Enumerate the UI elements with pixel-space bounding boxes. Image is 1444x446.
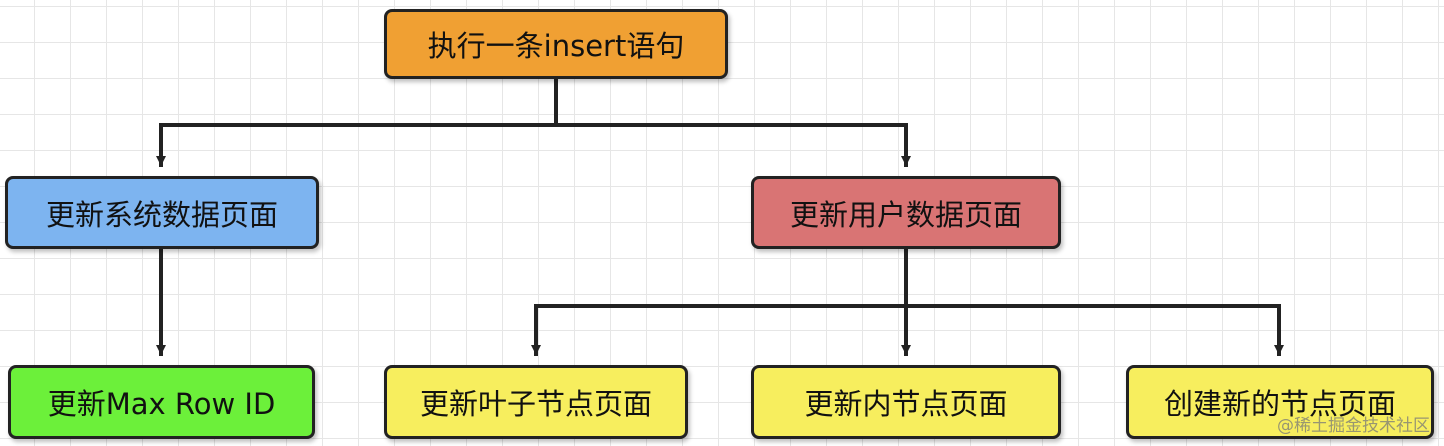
watermark: @稀土掘金技术社区 xyxy=(1277,416,1430,436)
node-root: 执行一条insert语句 xyxy=(384,9,728,79)
node-inner-page: 更新内节点页面 xyxy=(751,365,1061,439)
node-system-page-label: 更新系统数据页面 xyxy=(45,197,278,232)
edge-root-to-system xyxy=(156,76,558,167)
node-system-page: 更新系统数据页面 xyxy=(5,176,319,249)
edge-user-to-leaf xyxy=(531,246,908,356)
node-new-page: 创建新的节点页面 xyxy=(1126,365,1434,439)
node-max-row-id: 更新Max Row ID xyxy=(8,365,315,439)
node-new-page-label: 创建新的节点页面 xyxy=(1163,387,1396,421)
node-leaf-page: 更新叶子节点页面 xyxy=(384,365,688,439)
node-user-page: 更新用户数据页面 xyxy=(751,176,1061,249)
node-leaf-page-label: 更新叶子节点页面 xyxy=(419,387,652,421)
node-max-row-id-label: 更新Max Row ID xyxy=(47,387,276,421)
node-user-page-label: 更新用户数据页面 xyxy=(789,197,1022,232)
edge-user-to-new xyxy=(904,304,1284,356)
edge-root-to-user xyxy=(554,123,911,167)
node-inner-page-label: 更新内节点页面 xyxy=(804,387,1008,421)
node-root-label: 执行一条insert语句 xyxy=(427,29,685,63)
